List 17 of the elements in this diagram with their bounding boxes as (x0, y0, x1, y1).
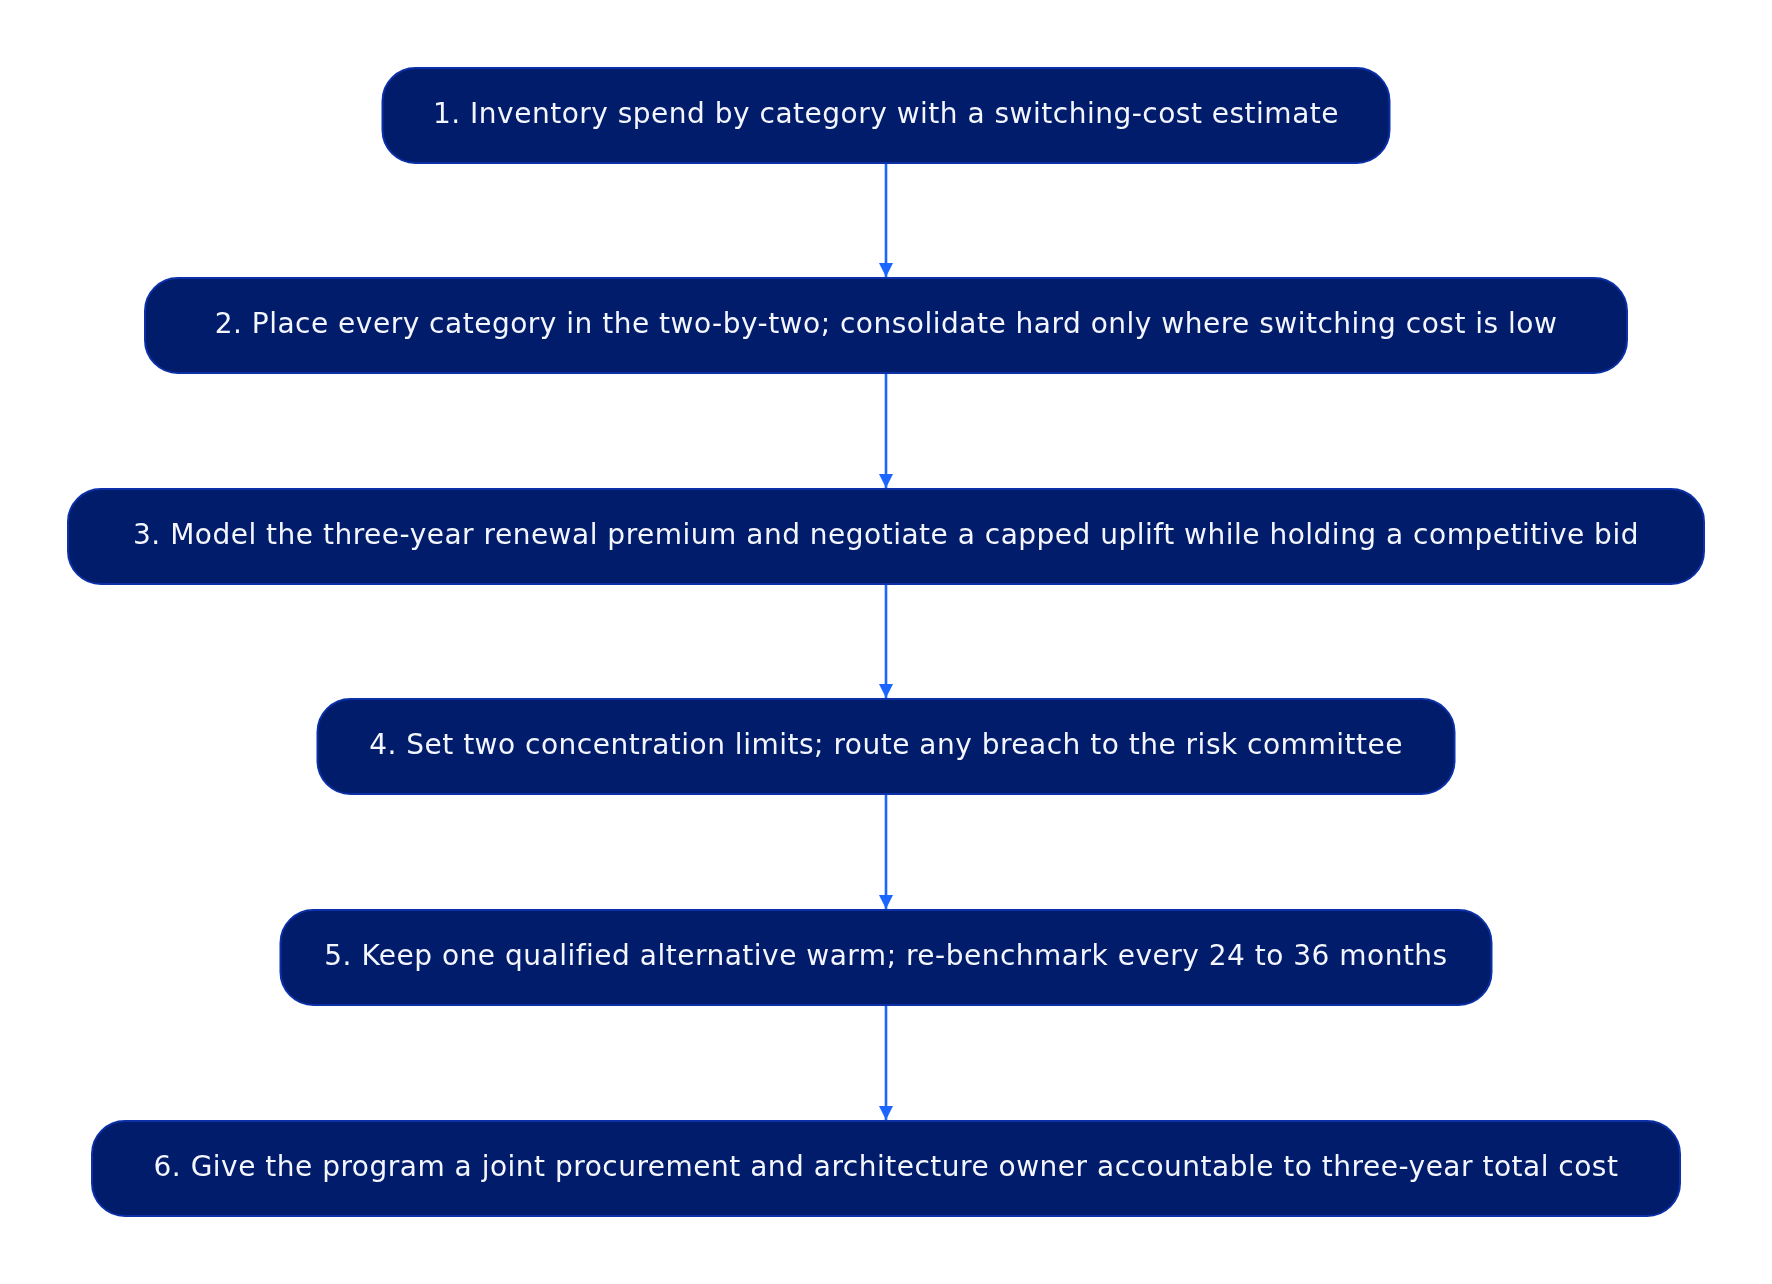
process-box (316, 698, 1456, 795)
step-text: 6. Give the program a joint procurement and architecture owner accountable to three-year total cost (153, 1149, 1619, 1184)
arrow (878, 164, 894, 277)
process-box (91, 1120, 1681, 1217)
arrow (878, 374, 894, 488)
arrow (878, 1006, 894, 1120)
process-box (279, 909, 1493, 1006)
process-box (381, 67, 1391, 164)
step-text: 3. Model the three-year renewal premium and negotiate a capped uplift while holding a competitive bid (133, 517, 1639, 552)
process-box (67, 488, 1705, 585)
step-text: 5. Keep one qualified alternative warm; re-benchmark every 24 to 36 months (324, 938, 1448, 973)
arrow (878, 795, 894, 909)
arrow (878, 585, 894, 698)
step-text: 4. Set two concentration limits; route any breach to the risk committee (369, 727, 1403, 762)
process-box (144, 277, 1628, 374)
step-text: 1. Inventory spend by category with a switching-cost estimate (433, 96, 1339, 131)
step-text: 2. Place every category in the two-by-two; consolidate hard only where switching cost is low (214, 306, 1558, 341)
